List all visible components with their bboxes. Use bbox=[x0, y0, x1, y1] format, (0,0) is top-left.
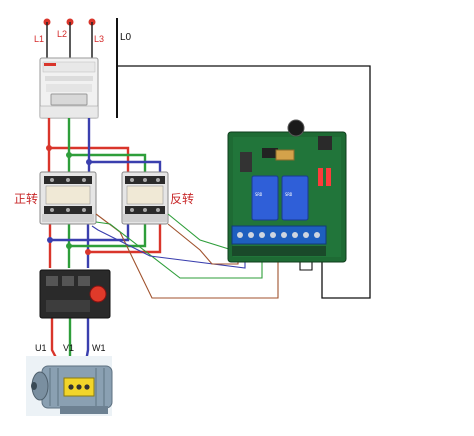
v1-label: V1 bbox=[63, 343, 74, 353]
remote-relay-module: SRD SRD bbox=[227, 119, 347, 263]
breaker-toggle bbox=[50, 93, 88, 106]
adjust-dial bbox=[89, 285, 107, 303]
terminal-block bbox=[231, 225, 327, 245]
capacitor bbox=[287, 119, 305, 137]
motor bbox=[26, 356, 113, 416]
relay-2 bbox=[281, 175, 309, 221]
reverse-contactor bbox=[121, 171, 169, 225]
relay-1 bbox=[251, 175, 279, 221]
power-wires bbox=[47, 118, 162, 385]
forward-contactor bbox=[39, 171, 97, 225]
junction-dots bbox=[46, 145, 92, 255]
l2-label: L2 bbox=[57, 29, 67, 39]
svg-text:SRD: SRD bbox=[285, 192, 293, 197]
circuit-breaker bbox=[39, 57, 99, 119]
reverse-label: 反转 bbox=[170, 191, 194, 206]
phase-terminals bbox=[43, 18, 96, 62]
l3-label: L3 bbox=[94, 34, 104, 44]
control-wires bbox=[91, 213, 313, 299]
neutral-wire bbox=[117, 65, 371, 299]
w1-label: W1 bbox=[92, 343, 106, 353]
l0-label: L0 bbox=[120, 32, 132, 43]
l1-label: L1 bbox=[34, 34, 44, 44]
forward-label: 正转 bbox=[14, 191, 38, 206]
thermal-overload-relay bbox=[39, 269, 111, 319]
svg-text:SRD: SRD bbox=[255, 192, 263, 197]
u1-label: U1 bbox=[35, 343, 47, 353]
